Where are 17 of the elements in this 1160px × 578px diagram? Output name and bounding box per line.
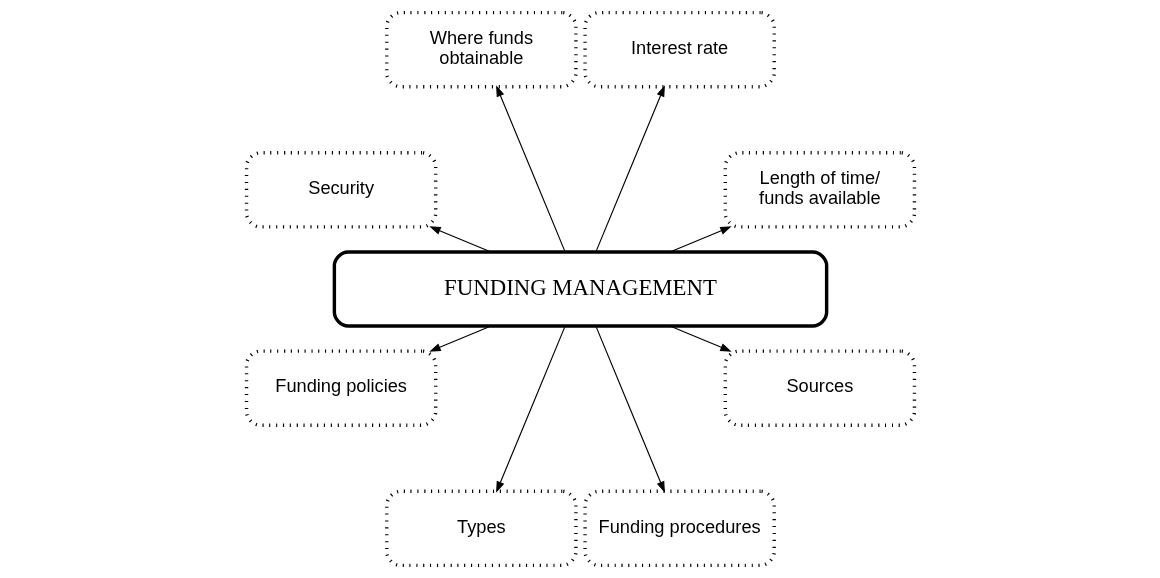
node-box: Security	[244, 151, 437, 229]
arrow	[495, 85, 566, 253]
node-box: Length of time/ funds available	[723, 151, 916, 229]
arrow	[594, 85, 665, 253]
node-box: Funding procedures	[582, 489, 776, 568]
arrow	[428, 325, 492, 352]
node-box: Types	[384, 489, 578, 568]
node-box: Funding policies	[244, 349, 437, 427]
node-box: Where funds obtainable	[384, 10, 578, 89]
node-box: Interest rate	[582, 10, 776, 89]
node-box: FUNDING MANAGEMENT	[332, 250, 828, 328]
arrow	[428, 226, 492, 253]
arrow	[495, 325, 566, 493]
node-box: Sources	[723, 349, 916, 427]
arrow	[668, 226, 732, 253]
arrow	[594, 325, 665, 493]
arrow	[668, 325, 732, 352]
